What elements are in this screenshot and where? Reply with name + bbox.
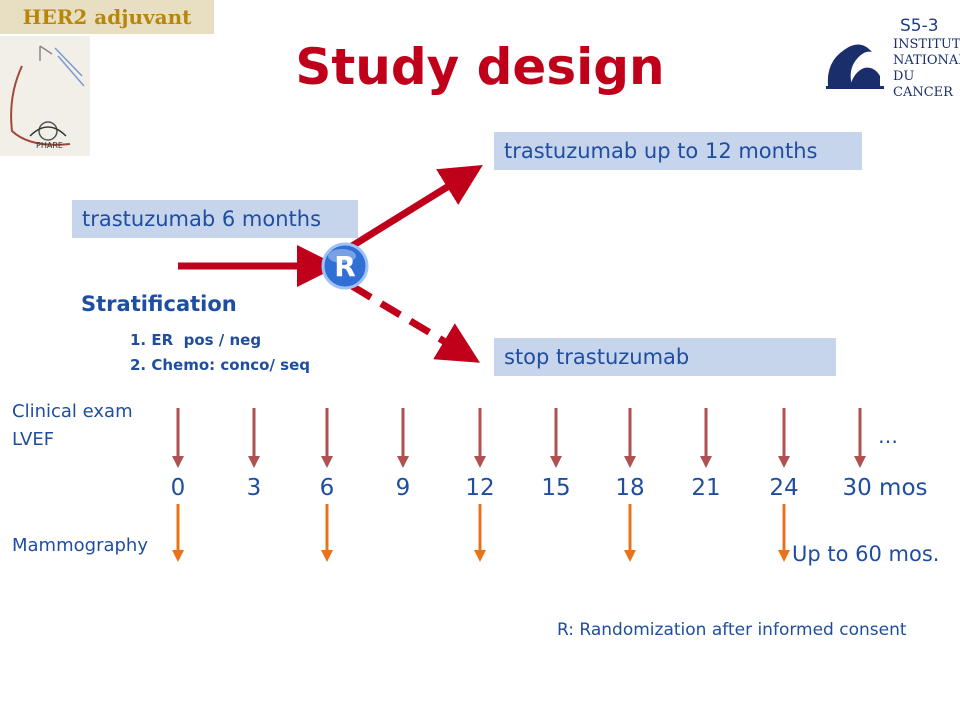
stratification-heading: Stratification	[81, 292, 237, 316]
timeline-tick: 24	[769, 475, 799, 501]
inca-line-3: DU CANCER	[893, 69, 953, 100]
phare-logo-text: PHARE	[36, 141, 63, 150]
extended-arm-box: trastuzumab up to 12 months	[494, 132, 862, 170]
slide-number: S5-3	[900, 16, 939, 36]
timeline-tick: 15	[541, 475, 571, 501]
clinical-exam-arrow-head	[474, 456, 486, 468]
clinical-exam-arrow-head	[397, 456, 409, 468]
inca-line-1: INSTITUT	[893, 37, 960, 52]
timeline-tick: 12	[465, 475, 495, 501]
inca-line-2: NATIONAL	[893, 53, 960, 68]
randomization-symbol: R	[334, 250, 356, 283]
mammography-arrow-head	[172, 550, 184, 562]
timeline-tick: 21	[691, 475, 721, 501]
timeline-tick: 0	[170, 475, 186, 501]
extended-arm-arrow	[350, 164, 483, 249]
mammography-followup-label: Up to 60 mos.	[792, 542, 940, 566]
clinical-exam-arrow-head	[624, 456, 636, 468]
mammography-label: Mammography	[12, 535, 148, 556]
clinical-exam-arrow-head	[172, 456, 184, 468]
topic-tag: HER2 adjuvant	[0, 0, 214, 34]
clinical-exam-arrow-head	[321, 456, 333, 468]
timeline-tick: 3	[246, 475, 262, 501]
inca-logo-text: INSTITUT NATIONAL DU CANCER	[893, 37, 960, 101]
timeline-tick: 18	[615, 475, 645, 501]
mammography-arrow-head	[778, 550, 790, 562]
phare-logo: PHARE	[0, 36, 90, 156]
stratification-item: 2. Chemo: conco/ seq	[130, 356, 310, 374]
randomization-circle	[321, 242, 369, 290]
footnote: R: Randomization after informed consent	[557, 620, 907, 640]
clinical-exam-arrow-head	[778, 456, 790, 468]
clinical-exam-arrow-head	[700, 456, 712, 468]
stop-arm-arrow	[350, 282, 481, 363]
clinical-exam-arrows	[172, 408, 866, 468]
mammography-arrows	[172, 504, 790, 562]
timeline-ellipsis: …	[878, 424, 898, 448]
mammography-arrow-head	[474, 550, 486, 562]
clinical-exam-arrow-head	[248, 456, 260, 468]
page-title: Study design	[295, 38, 665, 96]
clinical-exam-arrow-head	[854, 456, 866, 468]
clinical-exam-arrow-head	[550, 456, 562, 468]
clinical-exam-label: Clinical exam	[12, 401, 133, 422]
lvef-label: LVEF	[12, 429, 55, 450]
initial-arm-box: trastuzumab 6 months	[72, 200, 358, 238]
timeline-tick: 30 mos	[842, 475, 928, 501]
mammography-arrow-head	[321, 550, 333, 562]
timeline-tick: 6	[319, 475, 335, 501]
mammography-arrow-head	[624, 550, 636, 562]
stratification-item: 1. ER pos / neg	[130, 331, 262, 349]
timeline-tick: 9	[395, 475, 411, 501]
stop-arm-box: stop trastuzumab	[494, 338, 836, 376]
inca-logo-icon	[826, 44, 884, 89]
